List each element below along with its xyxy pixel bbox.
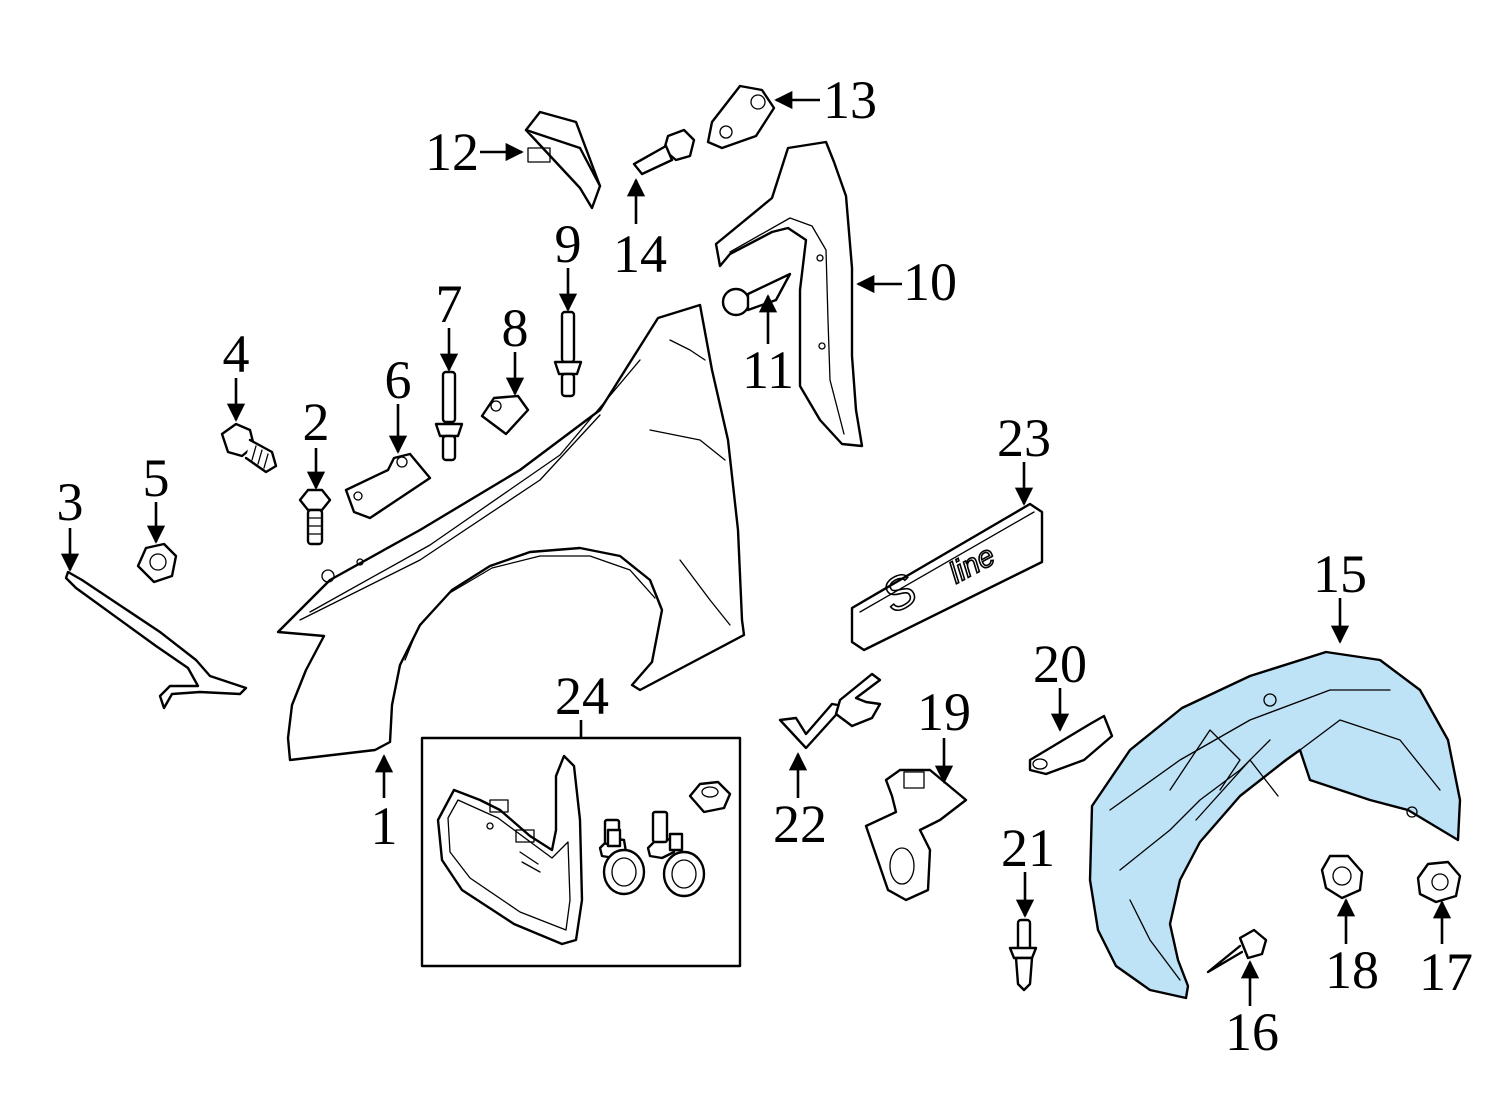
callout-5: 5 <box>143 448 170 508</box>
retainer-clip-part[interactable] <box>480 394 530 436</box>
mud-flap-kit-part[interactable] <box>420 736 742 968</box>
callout-21: 21 <box>1001 818 1055 878</box>
callout-18: 18 <box>1325 940 1379 1000</box>
v6-emblem-part[interactable]: V6 <box>0 0 882 750</box>
callout-2: 2 <box>303 392 330 452</box>
fender-part[interactable] <box>276 303 746 762</box>
tapping-screw-part[interactable] <box>1206 928 1268 974</box>
callout-8: 8 <box>502 298 529 358</box>
fender-liner-part[interactable] <box>1088 650 1462 1000</box>
flange-bolt-part[interactable] <box>298 488 332 546</box>
hex-nut-part[interactable] <box>136 542 178 584</box>
grommet-part[interactable] <box>1320 854 1364 900</box>
support-bracket-part[interactable] <box>864 768 968 902</box>
callout-6: 6 <box>385 350 412 410</box>
screw-part[interactable] <box>721 272 792 317</box>
callout-12: 12 <box>425 122 479 182</box>
callout-4: 4 <box>223 324 250 384</box>
cover-plate-part[interactable] <box>706 84 776 150</box>
stud-pin-part[interactable] <box>553 310 583 398</box>
fender-brace-part[interactable] <box>1028 714 1114 776</box>
callout-16: 16 <box>1225 1002 1279 1062</box>
callout-13: 13 <box>823 70 877 130</box>
leader-arrows <box>60 90 1452 1006</box>
callout-24: 24 <box>555 666 609 726</box>
push-pin-part[interactable] <box>434 370 464 462</box>
callout-7: 7 <box>436 274 463 334</box>
callout-1: 1 <box>371 796 398 856</box>
callout-23: 23 <box>997 408 1051 468</box>
callout-17: 17 <box>1419 942 1473 1002</box>
callout-10: 10 <box>903 252 957 312</box>
hex-bolt-part[interactable] <box>220 422 278 474</box>
callout-19: 19 <box>917 682 971 742</box>
callout-20: 20 <box>1033 634 1087 694</box>
callout-22: 22 <box>773 794 827 854</box>
fender-bracket-part[interactable] <box>64 570 248 710</box>
rivet-part[interactable] <box>632 128 696 176</box>
callout-3: 3 <box>57 472 84 532</box>
fender-seal-strip-part[interactable] <box>714 140 864 448</box>
mounting-bracket-part[interactable] <box>344 452 432 520</box>
plastic-rivet-part[interactable] <box>1008 918 1038 992</box>
callout-11: 11 <box>742 340 794 400</box>
callout-15: 15 <box>1313 544 1367 604</box>
callout-labels: 1 2 3 4 5 6 7 8 9 10 11 12 13 14 15 16 1… <box>57 70 1474 1062</box>
callout-14: 14 <box>613 224 667 284</box>
insulator-block-part[interactable] <box>524 110 602 210</box>
s-line-emblem-part[interactable]: S line <box>850 502 1044 652</box>
speed-nut-part[interactable] <box>1416 860 1462 904</box>
callout-9: 9 <box>555 214 582 274</box>
